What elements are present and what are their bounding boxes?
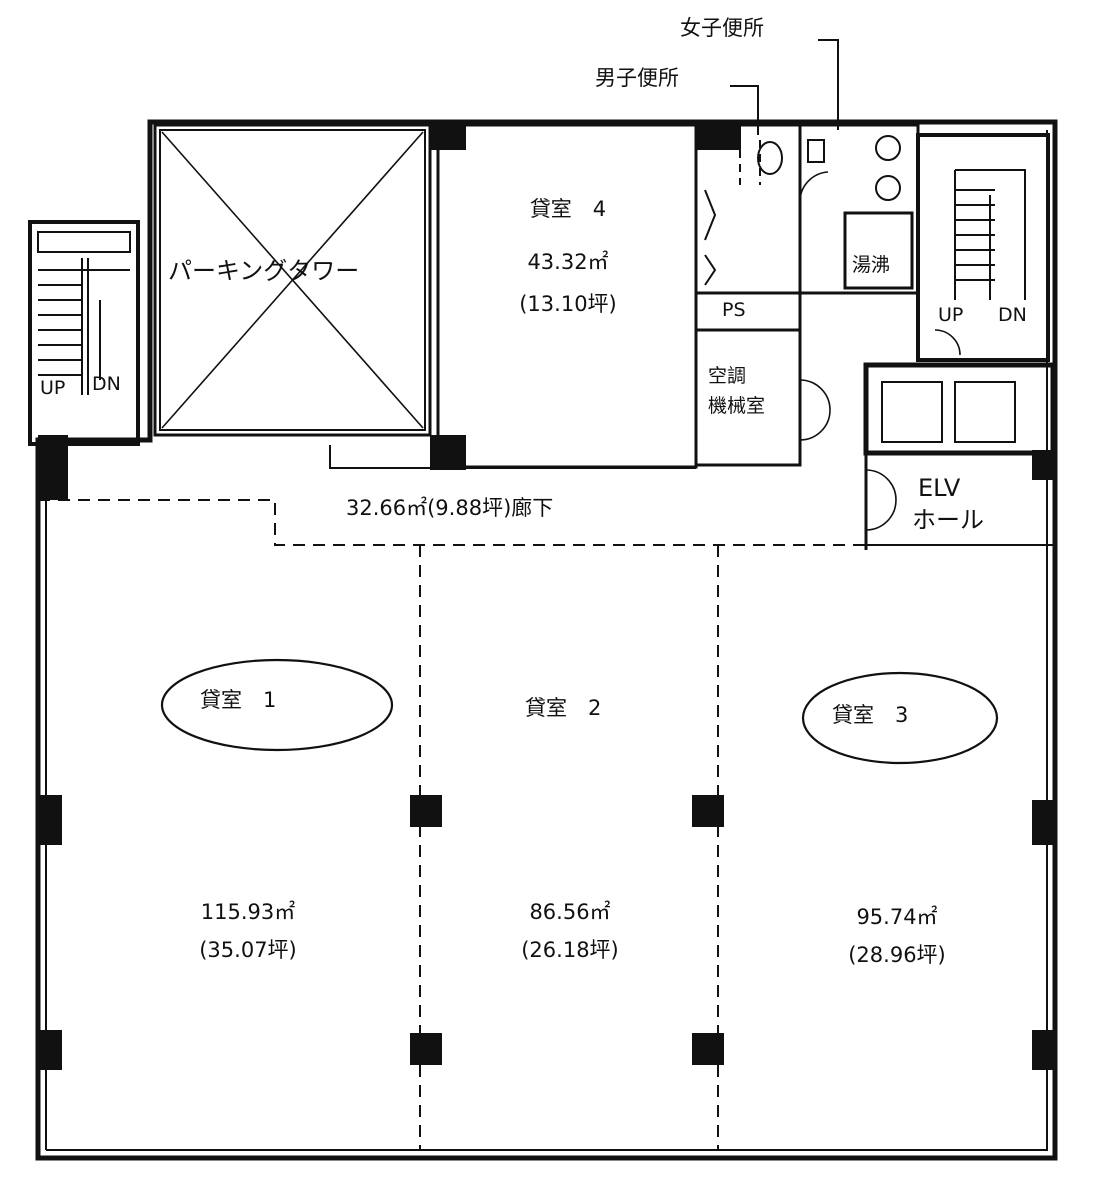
column xyxy=(38,1030,62,1070)
hvac-room-label-1: 空調 xyxy=(708,365,747,387)
room-2-name: 貸室 2 xyxy=(525,696,602,720)
column xyxy=(1032,1030,1056,1070)
room-3-name: 貸室 3 xyxy=(832,703,909,727)
hvac-room-label-2: 機械室 xyxy=(708,395,766,417)
room-1-oval xyxy=(160,658,394,752)
column xyxy=(430,120,466,150)
room-1-area-tsubo: (35.07坪) xyxy=(199,938,297,962)
room-3-area-m2: 95.74㎡ xyxy=(856,905,938,929)
corridor-label: 32.66㎡(9.88坪)廊下 xyxy=(346,496,554,520)
left-stair-dn: DN xyxy=(92,373,121,395)
column xyxy=(696,120,741,150)
parking-tower-label: パーキングタワー xyxy=(168,257,360,285)
right-stair xyxy=(916,133,1050,362)
hvac-room xyxy=(694,291,802,467)
column xyxy=(38,435,68,500)
column xyxy=(692,795,724,827)
room-1-area-m2: 115.93㎡ xyxy=(200,900,296,924)
column xyxy=(1032,800,1056,845)
left-stair-up: UP xyxy=(40,377,66,399)
kitchenette xyxy=(843,211,914,290)
room-3-area-tsubo: (28.96坪) xyxy=(848,943,946,967)
column xyxy=(430,435,466,470)
womens-toilet-label: 女子便所 xyxy=(680,16,764,40)
room-2-area-tsubo: (26.18坪) xyxy=(521,938,619,962)
column xyxy=(38,795,62,845)
kitchenette-label: 湯沸 xyxy=(852,254,891,276)
parking-tower xyxy=(153,123,432,437)
right-stair-dn: DN xyxy=(998,304,1027,326)
mens-toilet-label: 男子便所 xyxy=(595,66,679,90)
elv-label: ELV xyxy=(918,474,961,502)
elv-hall-label: ホール xyxy=(912,506,984,534)
room-4-name: 貸室 4 xyxy=(529,197,607,221)
room-4-area-m2: 43.32㎡ xyxy=(527,250,609,274)
column xyxy=(692,1033,724,1065)
ps-label: PS xyxy=(722,299,746,321)
elevator-shafts xyxy=(863,362,1056,456)
room-4-area-tsubo: (13.10坪) xyxy=(519,292,617,316)
left-stair xyxy=(28,220,140,446)
room-1-name: 貸室 1 xyxy=(200,688,277,712)
column xyxy=(410,795,442,827)
corridor-boundary xyxy=(38,499,860,1150)
column xyxy=(1032,450,1056,480)
room-3-oval xyxy=(801,671,999,765)
room-2-area-m2: 86.56㎡ xyxy=(529,900,611,924)
right-stair-up: UP xyxy=(938,304,964,326)
column xyxy=(410,1033,442,1065)
